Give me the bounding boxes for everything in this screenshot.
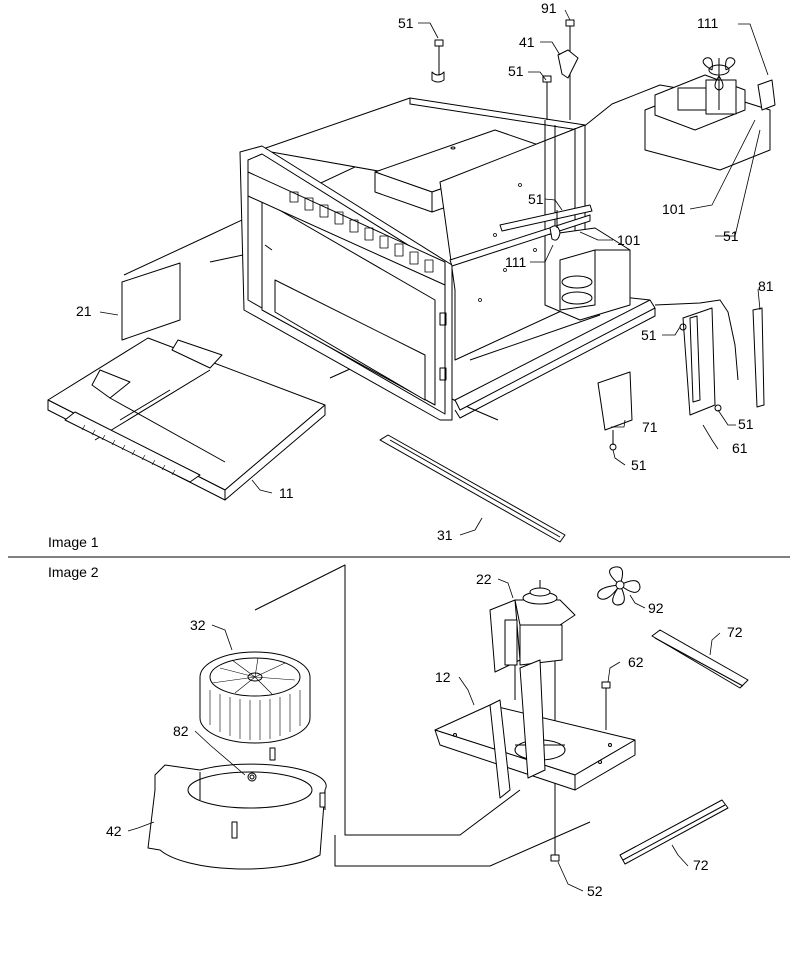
phantom-link-left <box>254 564 521 836</box>
label-card <box>121 262 181 341</box>
callout-111a: 111 <box>697 15 718 31</box>
leader-lines-image2 <box>127 578 721 892</box>
side-bracket <box>679 307 722 416</box>
fan-motor-assembly <box>644 57 776 171</box>
oven-front-door <box>239 145 453 421</box>
leader-lines-image1 <box>99 9 769 536</box>
callout-82: 82 <box>173 723 189 739</box>
image2-caption: Image 2 <box>48 564 99 580</box>
callout-31: 31 <box>437 527 453 543</box>
oven-bottom-tray <box>47 337 326 501</box>
callout-51g: 51 <box>631 457 647 473</box>
callout-51f: 51 <box>738 416 754 432</box>
transformer-assembly <box>544 227 631 321</box>
motor-bracket-plate <box>434 659 636 799</box>
callout-32: 32 <box>190 617 206 633</box>
side-strip <box>752 307 765 408</box>
screw-91 <box>557 19 579 120</box>
small-bracket <box>597 371 633 431</box>
callout-91: 91 <box>541 0 557 16</box>
callout-41: 41 <box>519 34 535 50</box>
gasket-strip-upper <box>651 629 749 689</box>
callout-labels: 51 91 41 51 111 101 51 51 101 111 81 21 … <box>76 0 774 899</box>
callout-52: 52 <box>587 883 603 899</box>
screw-51-top <box>431 39 445 83</box>
callout-92: 92 <box>648 600 664 616</box>
callout-42: 42 <box>106 823 122 839</box>
blower-wheel <box>199 651 311 744</box>
callout-111b: 111 <box>505 254 526 270</box>
callout-51b: 51 <box>508 63 524 79</box>
callout-12: 12 <box>435 669 451 685</box>
screw-52 <box>550 820 560 862</box>
callout-72b: 72 <box>693 857 709 873</box>
callout-72a: 72 <box>727 624 743 640</box>
blower-housing <box>147 747 327 870</box>
fan-blower-assembly <box>147 564 749 870</box>
callout-51e: 51 <box>641 327 657 343</box>
callout-61: 61 <box>732 440 748 456</box>
callout-62: 62 <box>628 654 644 670</box>
callout-22: 22 <box>476 571 492 587</box>
callout-71: 71 <box>642 419 658 435</box>
fan-blade <box>597 566 641 606</box>
fan-motor <box>489 587 576 673</box>
callout-21: 21 <box>76 303 92 319</box>
oven-assembly <box>47 19 776 543</box>
phantom-link-right <box>334 821 591 867</box>
callout-11: 11 <box>279 485 294 501</box>
callout-101a: 101 <box>662 201 686 217</box>
callout-51a: 51 <box>398 15 414 31</box>
callout-51d: 51 <box>528 191 544 207</box>
image1-caption: Image 1 <box>48 534 99 550</box>
callout-81: 81 <box>758 278 774 294</box>
callout-51c: 51 <box>723 228 739 244</box>
screw-51-mid <box>542 75 552 120</box>
long-bar <box>379 434 566 543</box>
thermal-switch <box>549 210 561 241</box>
screw-62 <box>601 681 611 730</box>
callout-101b: 101 <box>617 232 641 248</box>
